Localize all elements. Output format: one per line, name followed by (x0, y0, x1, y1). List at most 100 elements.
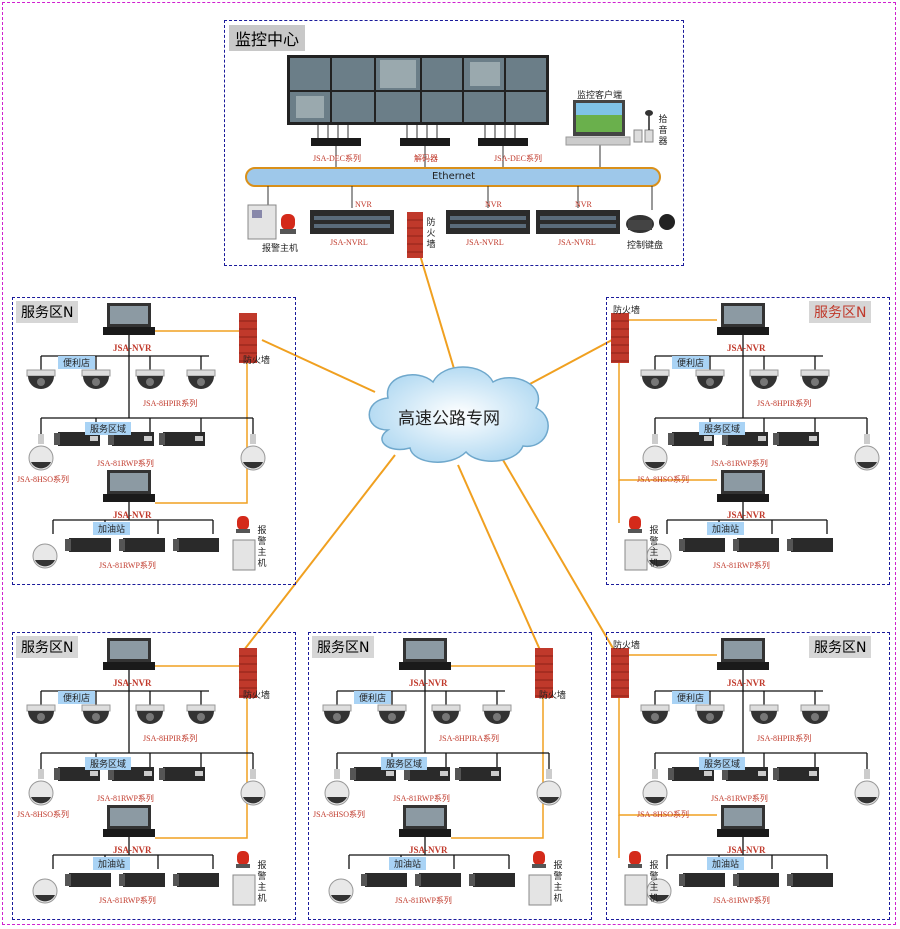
dome-camera-icon (800, 704, 830, 724)
zone-store-tag: 便利店 (58, 356, 96, 369)
zone-store-tag: 便利店 (672, 356, 710, 369)
zone-box-model: JSA-81RWP系列 (393, 794, 450, 803)
dome-camera-icon (377, 704, 407, 724)
box-camera-icon (54, 432, 100, 446)
zone-alarm-icon (624, 851, 648, 906)
ethernet-label: Ethernet (432, 171, 476, 182)
zone-title: 服务区N (809, 301, 872, 323)
ptz-camera-icon (240, 769, 266, 806)
zone-alarm-label: 报警主机 (553, 861, 563, 904)
zone-alarm-label: 报警主机 (649, 526, 659, 569)
box-camera-icon (455, 767, 501, 781)
zone-firewall-icon (239, 313, 257, 363)
zone-service-tag: 服务区域 (85, 422, 132, 435)
dome-camera-icon (81, 369, 111, 389)
ptz-camera-icon (32, 878, 58, 904)
keyboard-label: 控制键盘 (627, 241, 664, 251)
ptz-camera-icon (240, 434, 266, 471)
ptz-camera-icon (642, 769, 668, 806)
box-camera-icon (159, 432, 205, 446)
box-camera-icon (404, 767, 450, 781)
zone-firewall-label: 防火墙 (613, 306, 641, 316)
box-camera-icon (361, 873, 407, 887)
nvr-tag-2: NVR (485, 200, 502, 209)
nvr-model-3: JSA-NVRL (558, 238, 596, 247)
zone-alarm-label: 报警主机 (649, 861, 659, 904)
dome-camera-icon (800, 369, 830, 389)
decoder-left-label: JSA-DEC系列 (313, 154, 362, 163)
box-camera-icon (350, 767, 396, 781)
zone-box-model: JSA-81RWP系列 (711, 794, 768, 803)
box-camera-icon (54, 767, 100, 781)
dome-camera-icon (135, 369, 165, 389)
center-title: 监控中心 (229, 25, 306, 51)
zone-firewall-label: 防火墙 (613, 641, 641, 651)
zone-box-model: JSA-81RWP系列 (97, 459, 154, 468)
zone-dome-model: JSA-8HPIRA系列 (439, 734, 500, 743)
zone-firewall-label: 防火墙 (243, 356, 271, 366)
dome-camera-icon (431, 704, 461, 724)
link-botleft-cloud (243, 454, 396, 651)
box-camera-icon (679, 873, 725, 887)
zone-alarm-icon (624, 516, 648, 571)
monitoring-center: 监控中心 (224, 20, 684, 266)
ptz-camera-icon (28, 434, 54, 471)
box-camera-icon (722, 432, 768, 446)
zone-nvr-label-2: JSA-NVR (409, 845, 448, 855)
zone-nvr-label: JSA-NVR (113, 343, 152, 353)
ptz-camera-icon (536, 769, 562, 806)
ptz-camera-icon (646, 878, 672, 904)
zone-equipment (26, 303, 266, 571)
nvr-tag-1: NVR (355, 200, 372, 209)
zone-dome-model: JSA-8HPIR系列 (143, 399, 198, 408)
zone-dome-model: JSA-8HPIR系列 (143, 734, 198, 743)
ptz-camera-icon (32, 543, 58, 569)
link-topleft-cloud (261, 339, 376, 393)
box-camera-icon (679, 538, 725, 552)
box-camera-icon (119, 538, 165, 552)
zone-alarm-icon (232, 851, 256, 906)
nvr-tag-3: NVR (575, 200, 592, 209)
zone-store-tag: 便利店 (354, 691, 392, 704)
zone-box-model-2: JSA-81RWP系列 (99, 561, 156, 570)
zone-box-model-2: JSA-81RWP系列 (395, 896, 452, 905)
zone-nvr-label-2: JSA-NVR (727, 845, 766, 855)
dome-camera-icon (749, 704, 779, 724)
zone-gas-tag: 加油站 (93, 857, 131, 870)
zone-ptz-model: JSA-8HSO系列 (637, 810, 690, 819)
zone-firewall-label: 防火墙 (243, 691, 271, 701)
box-camera-icon (159, 767, 205, 781)
ptz-camera-icon (642, 434, 668, 471)
zone-store-tag: 便利店 (58, 691, 96, 704)
dome-camera-icon (186, 704, 216, 724)
zone-ptz-model: JSA-8HSO系列 (313, 810, 366, 819)
cloud-icon (368, 366, 549, 463)
center-firewall-label: 防火墙 (426, 218, 436, 250)
dome-camera-icon (322, 704, 352, 724)
box-camera-icon (173, 873, 219, 887)
zone-gas-tag: 加油站 (93, 522, 131, 535)
box-camera-icon (415, 873, 461, 887)
zone-equipment (322, 638, 562, 906)
box-camera-icon (668, 432, 714, 446)
zone-equipment (26, 638, 266, 906)
zone-title: 服务区N (312, 636, 375, 658)
link-topright-cloud (527, 339, 613, 386)
zone-equipment (611, 638, 880, 906)
box-camera-icon (108, 767, 154, 781)
client-label: 监控客户端 (577, 91, 623, 101)
decoder-mid-label: 解码器 (414, 154, 438, 163)
zone-box-model: JSA-81RWP系列 (97, 794, 154, 803)
dome-camera-icon (749, 369, 779, 389)
ptz-camera-icon (854, 434, 880, 471)
zone-alarm-label: 报警主机 (257, 526, 267, 569)
dome-camera-icon (81, 704, 111, 724)
dome-camera-icon (26, 704, 56, 724)
zone-firewall-icon (611, 313, 629, 363)
zone-alarm-icon (528, 851, 552, 906)
